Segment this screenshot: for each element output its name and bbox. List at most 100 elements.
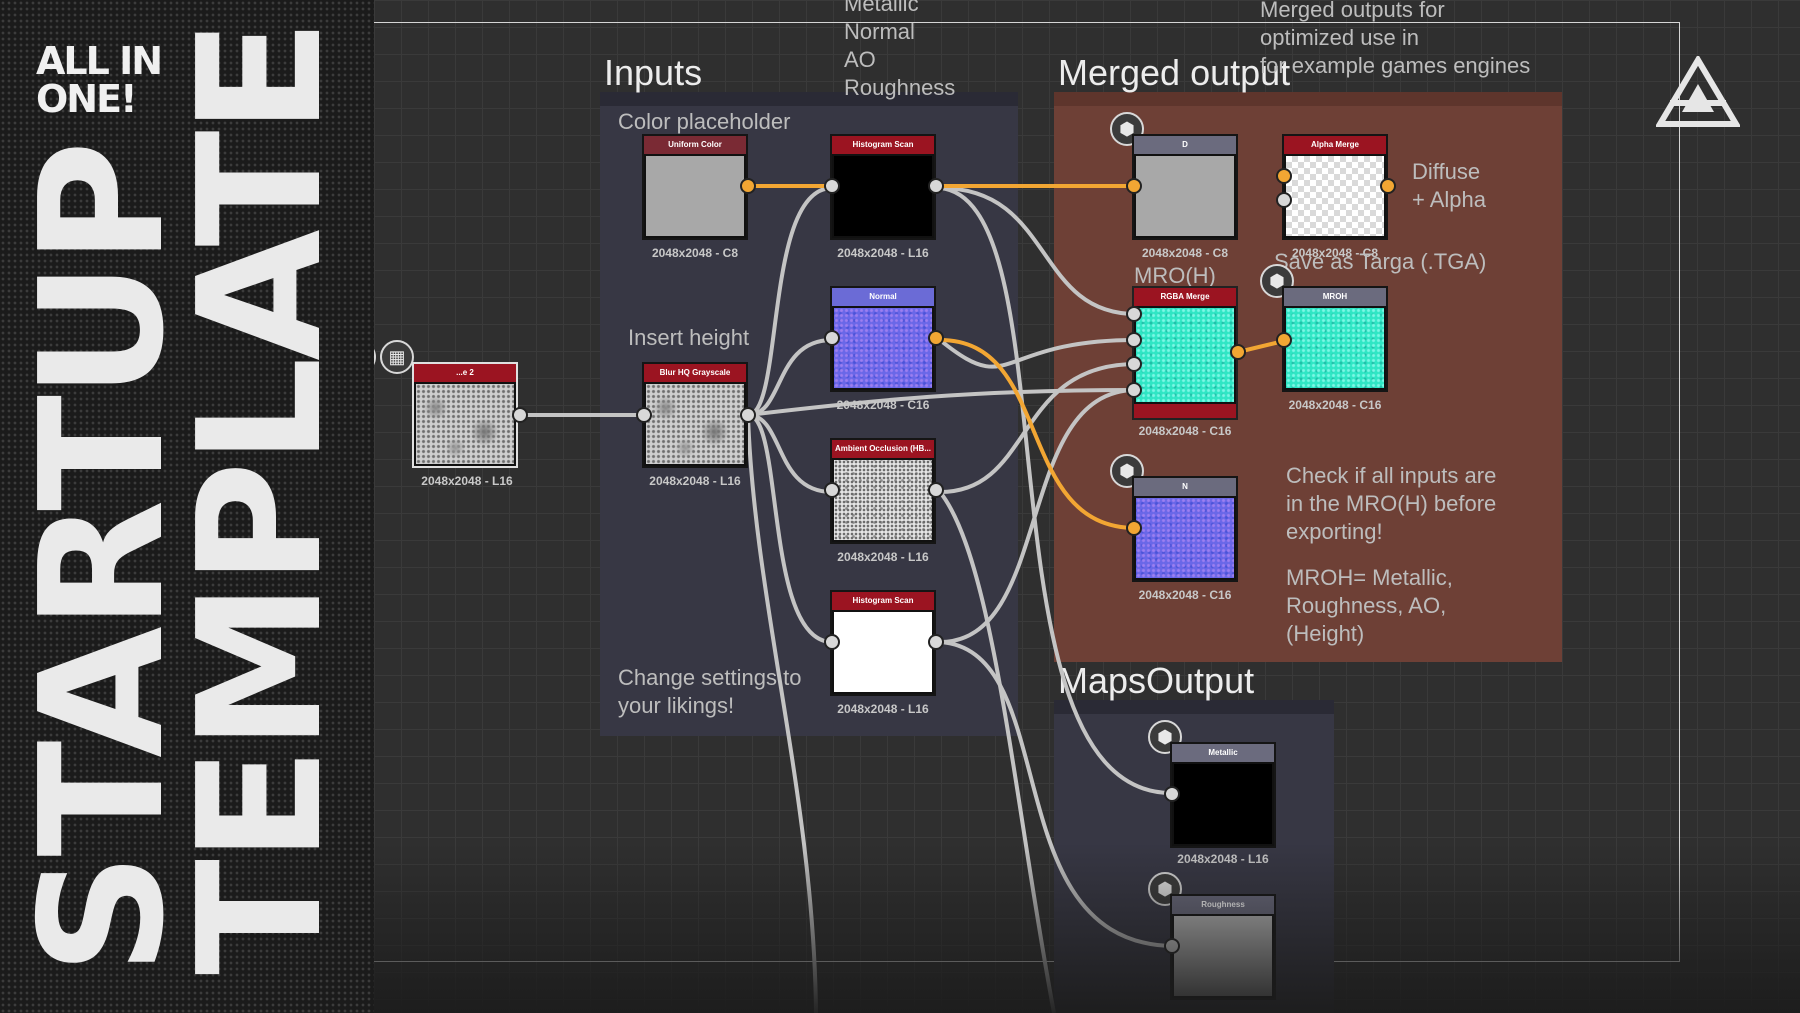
- rgba-merge-output-port[interactable]: [1230, 344, 1246, 360]
- blur-hq-preview: [646, 384, 744, 464]
- alpha-merge-title: Alpha Merge: [1284, 136, 1386, 154]
- output-mroh-node[interactable]: MROH: [1282, 286, 1388, 392]
- output-d-input-port[interactable]: [1126, 178, 1142, 194]
- output-d-preview: [1136, 156, 1234, 236]
- histogram-scan-2-input-port[interactable]: [824, 634, 840, 650]
- histogram-scan-node-2[interactable]: Histogram Scan: [830, 590, 936, 696]
- merged-info-note: Merged outputs for optimized use in for …: [1260, 0, 1530, 80]
- change-settings-note: Change settings to your likings!: [618, 664, 801, 720]
- histogram-scan-1-size: 2048x2048 - L16: [837, 246, 929, 260]
- ambient-occlusion-input-port[interactable]: [824, 482, 840, 498]
- template-heading: TEMPLATE: [162, 22, 360, 975]
- source-output-port[interactable]: [512, 407, 528, 423]
- wire-normal-rgba: [938, 338, 1137, 369]
- alpha-merge-input-port-1[interactable]: [1276, 168, 1292, 184]
- histogram-scan-node-1[interactable]: Histogram Scan: [830, 134, 936, 240]
- rgba-merge-input-port-3[interactable]: [1126, 356, 1142, 372]
- wire-hist1-rgba: [939, 186, 1137, 316]
- map-list-item: Metallic: [844, 0, 919, 16]
- checker-icon[interactable]: ▦: [380, 340, 414, 374]
- output-mroh-preview: [1286, 308, 1384, 388]
- save-targa-note: Save as Targa (.TGA): [1274, 249, 1487, 274]
- wire-blur-hist2: [747, 413, 833, 644]
- check-inputs-line: Check if all inputs are: [1286, 463, 1497, 488]
- ambient-occlusion-preview: [834, 460, 932, 540]
- uniform-color-output-port[interactable]: [740, 178, 756, 194]
- output-n-node[interactable]: N: [1132, 476, 1238, 582]
- rgba-merge-input-port-4[interactable]: [1126, 382, 1142, 398]
- output-metallic-node[interactable]: Metallic: [1170, 742, 1276, 848]
- wire-blur-rgba: [747, 388, 1137, 417]
- output-d-node[interactable]: D: [1132, 134, 1238, 240]
- output-mroh-title: MROH: [1284, 288, 1386, 306]
- blur-hq-node[interactable]: Blur HQ Grayscale: [642, 362, 748, 468]
- output-metallic-preview: [1174, 764, 1272, 844]
- rgba-merge-node[interactable]: RGBA Merge: [1132, 286, 1238, 420]
- ambient-occlusion-title: Ambient Occlusion (HB...: [832, 440, 934, 458]
- merged-info-line: for example games engines: [1260, 53, 1531, 78]
- mroh-label-note: MRO(H): [1134, 263, 1216, 288]
- histogram-scan-1-input-port[interactable]: [824, 178, 840, 194]
- output-n-preview: [1136, 498, 1234, 578]
- blur-hq-output-port[interactable]: [740, 407, 756, 423]
- merged-info-line: optimized use in: [1260, 25, 1419, 50]
- output-n-input-port[interactable]: [1126, 520, 1142, 536]
- check-inputs-line: exporting!: [1286, 519, 1383, 544]
- normal-preview: [834, 308, 932, 388]
- alpha-merge-output-port[interactable]: [1380, 178, 1396, 194]
- normal-node[interactable]: Normal: [830, 286, 936, 392]
- histogram-scan-2-output-port[interactable]: [928, 634, 944, 650]
- output-mroh-input-port[interactable]: [1276, 332, 1292, 348]
- uniform-color-node[interactable]: Uniform Color: [642, 134, 748, 240]
- rgba-merge-size: 2048x2048 - C16: [1138, 424, 1232, 438]
- rgba-merge-preview: [1136, 308, 1234, 402]
- ambient-occlusion-output-port[interactable]: [928, 482, 944, 498]
- alpha-merge-node[interactable]: Alpha Merge: [1282, 134, 1388, 240]
- all-in-line1: ALL IN: [36, 39, 163, 83]
- histogram-scan-2-preview: [834, 612, 932, 692]
- output-roughness-input-port[interactable]: [1164, 938, 1180, 954]
- output-roughness-preview: [1174, 916, 1272, 996]
- blur-hq-input-port[interactable]: [636, 407, 652, 423]
- wire-hist1-metallic: [939, 186, 1171, 795]
- histogram-scan-2-title: Histogram Scan: [832, 592, 934, 610]
- histogram-scan-1-preview: [834, 156, 932, 236]
- blur-hq-title: Blur HQ Grayscale: [644, 364, 746, 382]
- output-n-size: 2048x2048 - C16: [1138, 588, 1232, 602]
- wire-hist2-roughness: [939, 640, 1171, 948]
- output-metallic-input-port[interactable]: [1164, 786, 1180, 802]
- uniform-color-preview: [646, 156, 744, 236]
- wire-blur-hist1: [747, 186, 833, 417]
- source-node[interactable]: ...e 2: [412, 362, 518, 468]
- alpha-merge-preview: [1286, 156, 1384, 236]
- diffuse-alpha-line: Diffuse: [1412, 159, 1481, 184]
- normal-output-port[interactable]: [928, 330, 944, 346]
- diffuse-alpha-note: Diffuse + Alpha: [1412, 158, 1486, 214]
- cube-icon[interactable]: ⬢: [1110, 454, 1144, 488]
- normal-input-port[interactable]: [824, 330, 840, 346]
- mroh-definition-line: MROH= Metallic,: [1286, 565, 1453, 590]
- logo-triangle-icon: [1656, 56, 1740, 127]
- rgba-merge-title: RGBA Merge: [1134, 288, 1236, 306]
- ambient-occlusion-node[interactable]: Ambient Occlusion (HB...: [830, 438, 936, 544]
- rgba-merge-input-port-1[interactable]: [1126, 306, 1142, 322]
- output-d-size: 2048x2048 - C8: [1141, 246, 1229, 260]
- wires: [520, 184, 1289, 1013]
- output-roughness-node[interactable]: Roughness: [1170, 894, 1276, 1000]
- output-d-title: D: [1134, 136, 1236, 154]
- title-banner: ALL IN ONE! STARTUP TEMPLATE: [0, 0, 374, 1013]
- uniform-color-size: 2048x2048 - C8: [651, 246, 739, 260]
- alpha-merge-input-port-2[interactable]: [1276, 192, 1292, 208]
- source-node-preview: [416, 384, 514, 464]
- inputs-frame-title: Inputs: [604, 52, 703, 93]
- merged-output-frame-title: Merged output: [1058, 52, 1291, 93]
- map-list-note: Metallic Normal AO Roughness: [844, 0, 955, 102]
- output-metallic-size: 2048x2048 - L16: [1177, 852, 1269, 866]
- ambient-occlusion-size: 2048x2048 - L16: [837, 550, 929, 564]
- change-settings-line: your likings!: [618, 693, 735, 718]
- node-graph-canvas[interactable]: Inputs Merged output MapsOutput: [374, 0, 1800, 1013]
- histogram-scan-1-output-port[interactable]: [928, 178, 944, 194]
- cube-icon[interactable]: ⬢: [1260, 264, 1294, 298]
- source-node-title: ...e 2: [414, 364, 516, 382]
- rgba-merge-input-port-2[interactable]: [1126, 332, 1142, 348]
